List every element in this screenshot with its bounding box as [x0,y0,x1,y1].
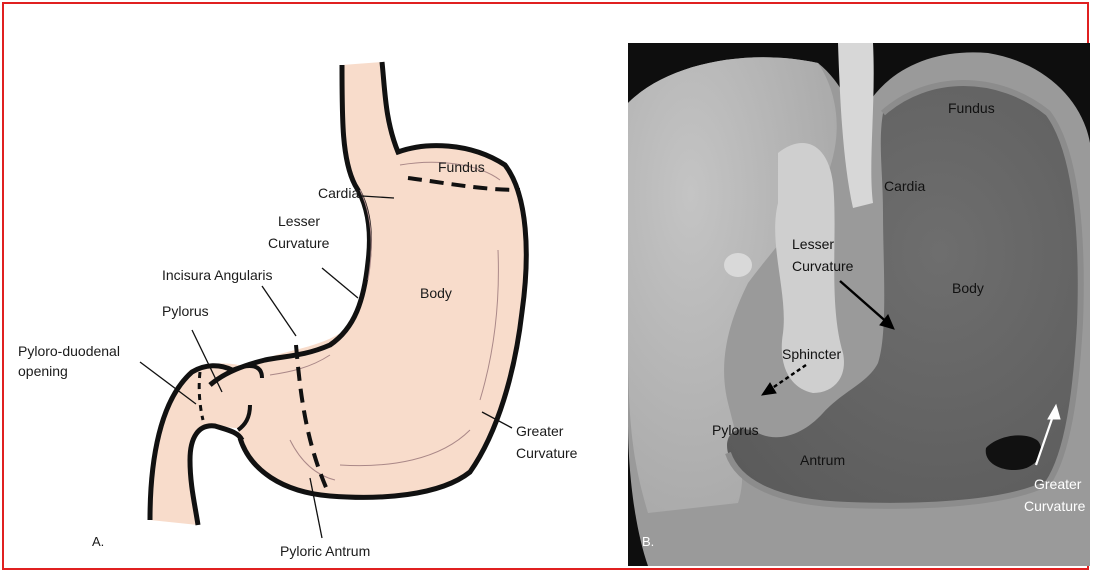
label-pyloric-antrum: Pyloric Antrum [280,543,370,559]
panel-b-ct-image: Fundus Cardia Lesser Curvature Body Sphi… [628,43,1090,566]
label-cardia: Cardia [318,185,359,201]
ct-label-antrum: Antrum [800,452,845,468]
ct-label-pylorus: Pylorus [712,422,759,438]
label-fundus: Fundus [438,159,485,175]
ct-label-fundus: Fundus [948,100,995,116]
panel-a-stomach-diagram: Fundus Cardia Lesser Curvature Incisura … [0,0,600,575]
ct-label-body: Body [952,280,984,296]
ct-label-lesser-curvature-2: Curvature [792,258,854,274]
ct-vessel-round [724,253,752,277]
duodenum-outline-bottom [190,426,242,525]
label-greater-curvature-2: Curvature [516,445,578,461]
label-pylorus: Pylorus [162,303,209,319]
ct-label-lesser-curvature-1: Lesser [792,236,834,252]
ct-label-cardia: Cardia [884,178,925,194]
panel-a-letter: A. [92,534,104,549]
ct-label-greater-curvature-2: Curvature [1024,498,1086,514]
label-pyloro-duodenal-2: opening [18,363,68,379]
label-incisura: Incisura Angularis [162,267,273,283]
label-pyloro-duodenal-1: Pyloro-duodenal [18,343,120,359]
label-lesser-curvature-1: Lesser [278,213,320,229]
label-greater-curvature-1: Greater [516,423,564,439]
incisura-leader [262,286,296,336]
label-body: Body [420,285,452,301]
ct-label-greater-curvature-1: Greater [1034,476,1082,492]
panel-b-letter: B. [642,534,654,549]
label-lesser-curvature-2: Curvature [268,235,330,251]
ct-label-sphincter: Sphincter [782,346,841,362]
lesser-curvature-leader [322,268,358,298]
